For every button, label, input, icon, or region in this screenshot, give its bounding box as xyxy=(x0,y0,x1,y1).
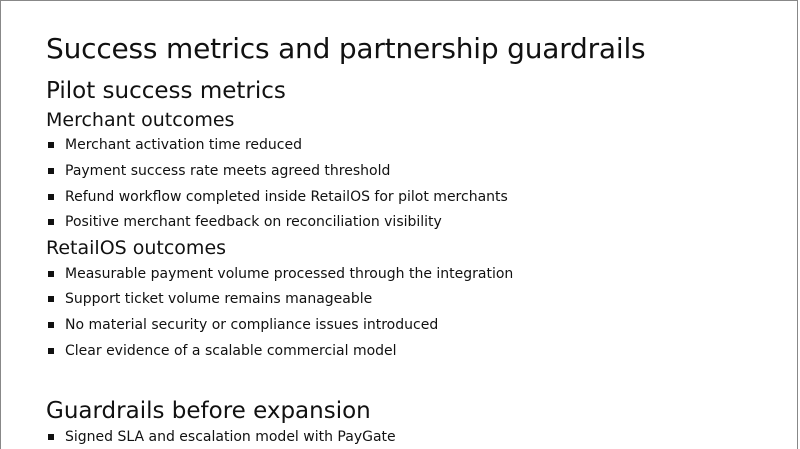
list-item: Merchant activation time reduced xyxy=(48,137,302,153)
list-item: Payment success rate meets agreed thresh… xyxy=(48,163,390,179)
list-item-text: Measurable payment volume processed thro… xyxy=(65,266,514,282)
list-item: Positive merchant feedback on reconcilia… xyxy=(48,214,442,230)
bullet-icon xyxy=(48,219,54,225)
list-item-text: Support ticket volume remains manageable xyxy=(65,291,373,307)
list-item-text: Positive merchant feedback on reconcilia… xyxy=(65,214,442,230)
list-item: Clear evidence of a scalable commercial … xyxy=(48,343,397,359)
list-item-text: Merchant activation time reduced xyxy=(65,137,302,153)
group-heading-retailos: RetailOS outcomes xyxy=(46,237,227,259)
bullet-icon xyxy=(48,271,54,277)
list-item: Signed SLA and escalation model with Pay… xyxy=(48,429,396,445)
list-item: No material security or compliance issue… xyxy=(48,317,438,333)
list-item-text: Refund workflow completed inside RetailO… xyxy=(65,189,508,205)
bullet-icon xyxy=(48,296,54,302)
group-heading-merchant: Merchant outcomes xyxy=(46,109,235,131)
list-item: Support ticket volume remains manageable xyxy=(48,291,372,307)
bullet-icon xyxy=(48,322,54,328)
list-item-text: No material security or compliance issue… xyxy=(65,317,439,333)
list-item-text: Signed SLA and escalation model with Pay… xyxy=(65,429,396,445)
list-item: Measurable payment volume processed thro… xyxy=(48,266,513,282)
bullet-icon xyxy=(48,142,54,148)
bullet-icon xyxy=(48,434,54,440)
list-item-text: Clear evidence of a scalable commercial … xyxy=(65,343,397,359)
bullet-icon xyxy=(48,348,54,354)
section-heading-guardrails: Guardrails before expansion xyxy=(46,398,371,424)
bullet-icon xyxy=(48,194,54,200)
section-heading-pilot-metrics: Pilot success metrics xyxy=(46,78,286,104)
list-item: Refund workflow completed inside RetailO… xyxy=(48,189,508,205)
slide-title: Success metrics and partnership guardrai… xyxy=(46,32,646,65)
bullet-icon xyxy=(48,168,54,174)
list-item-text: Payment success rate meets agreed thresh… xyxy=(65,163,391,179)
